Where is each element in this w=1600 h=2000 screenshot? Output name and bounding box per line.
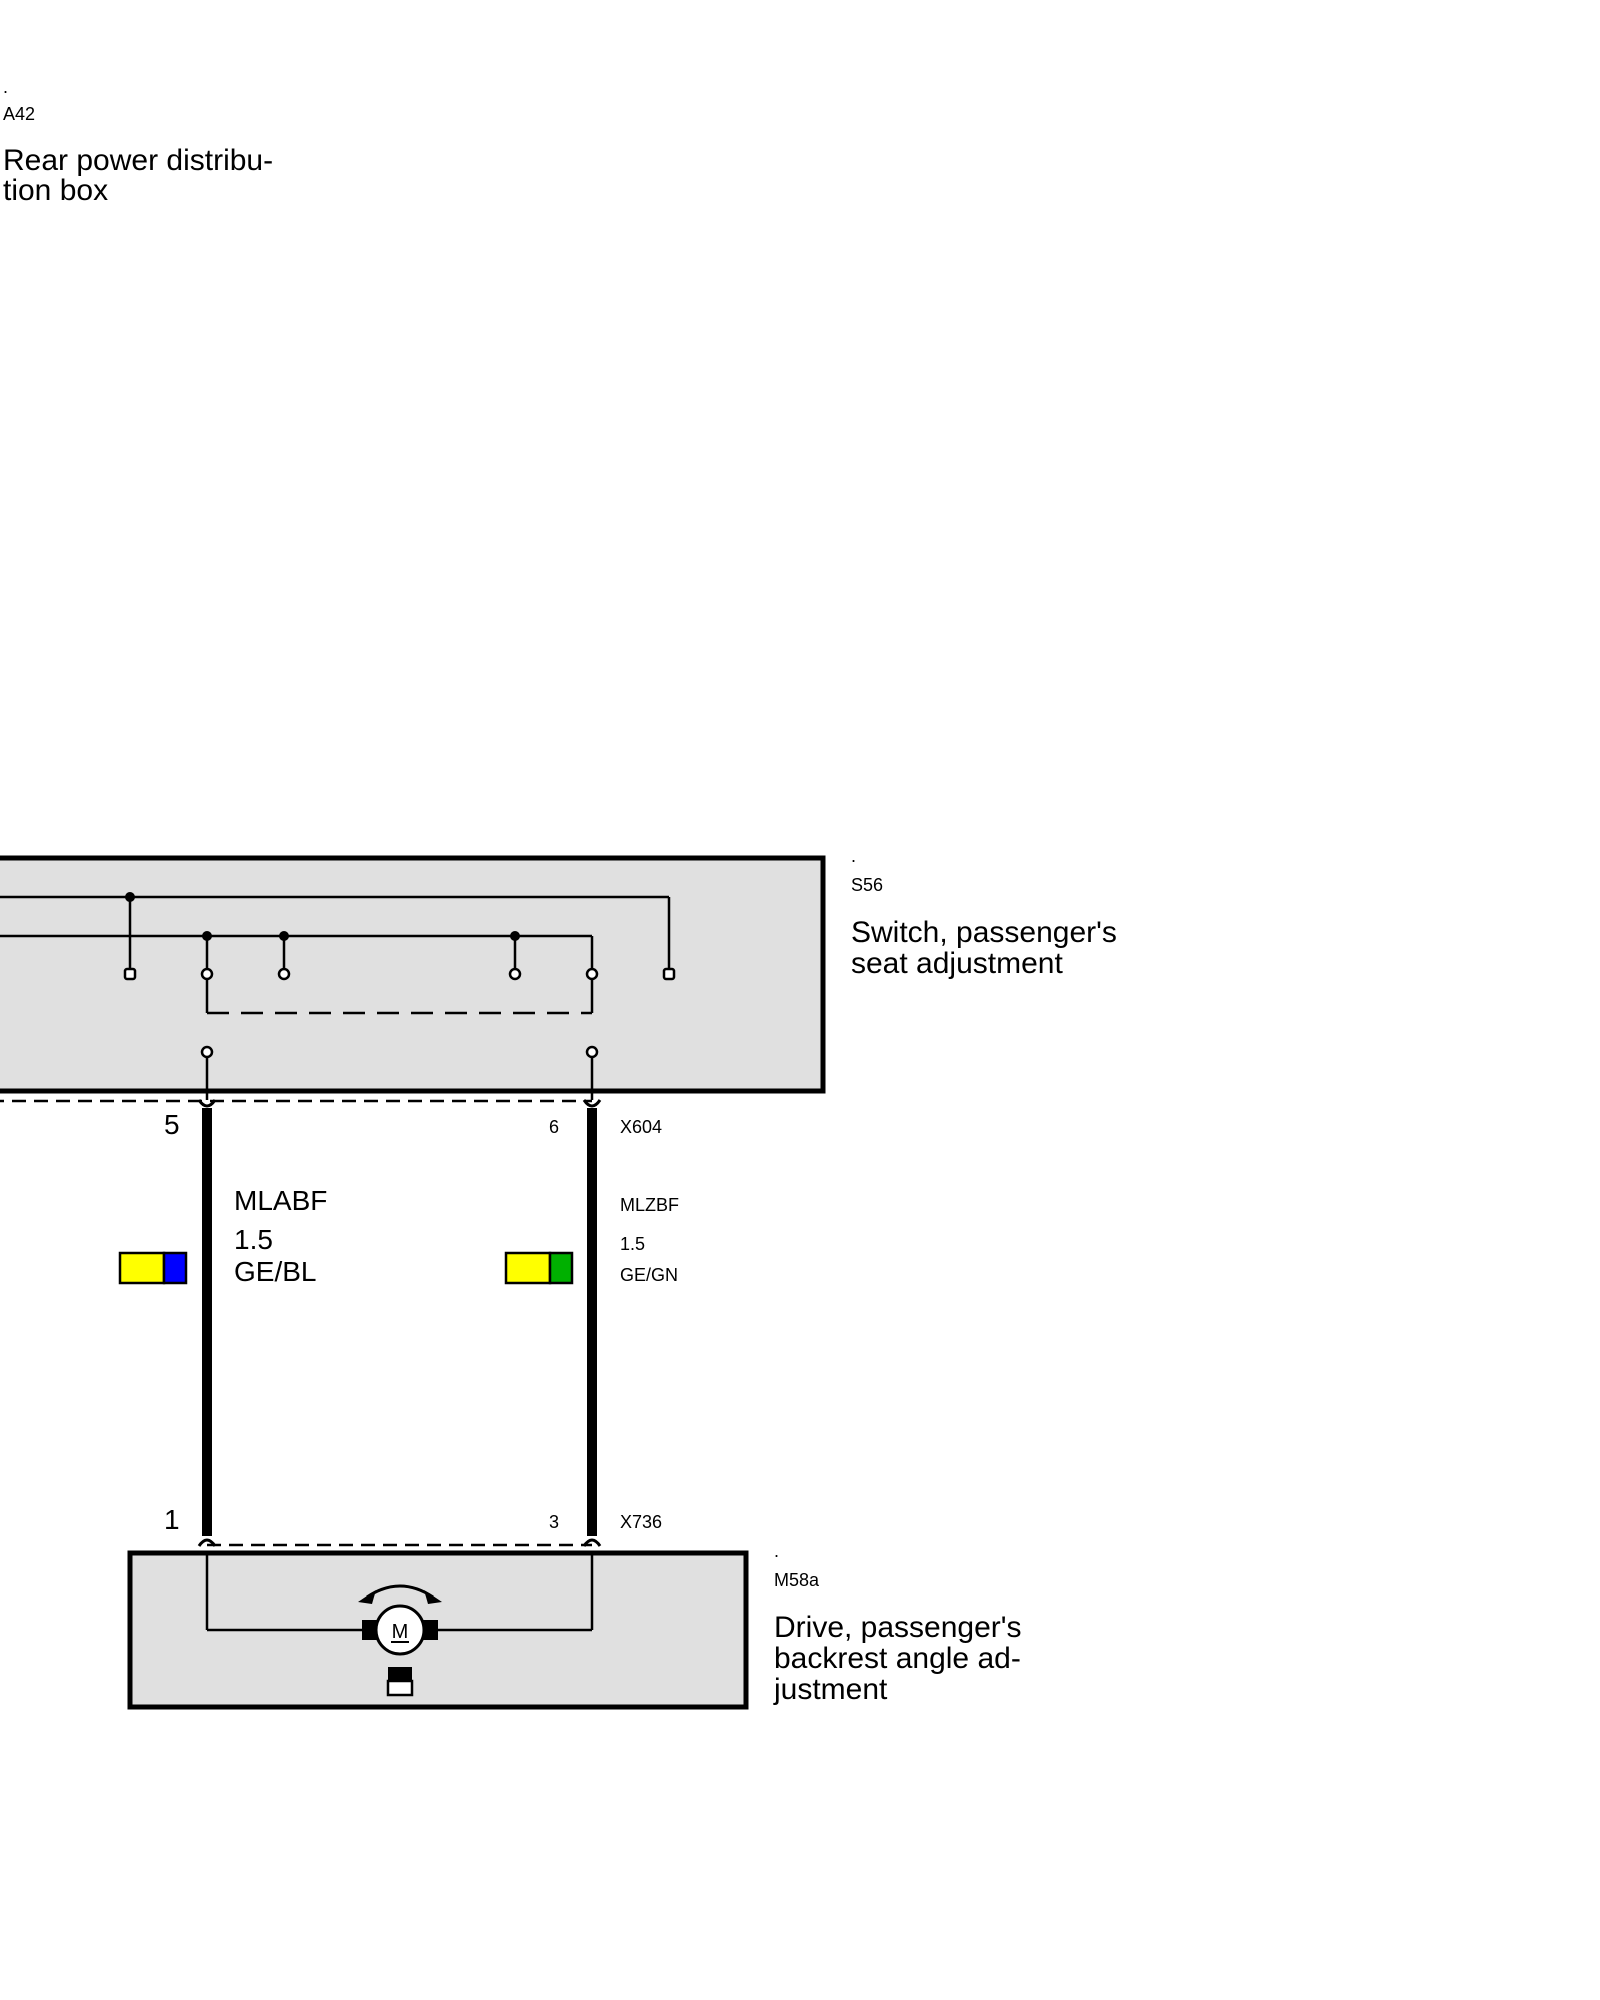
s56-dot: . xyxy=(851,846,856,866)
s56-name-line1: Switch, passenger's xyxy=(851,916,1117,949)
m58a-internal-wiring xyxy=(205,1553,594,1632)
s56-name-line2: seat adjustment xyxy=(851,947,1063,980)
a42-name-line2: tion box xyxy=(3,174,108,207)
m58a-name-line3: justment xyxy=(773,1673,888,1706)
x604-pin-right: 6 xyxy=(549,1117,559,1137)
x736-pin-right: 3 xyxy=(549,1512,559,1532)
m58a-name-line1: Drive, passenger's xyxy=(774,1611,1022,1644)
a42-name-line1: Rear power distribu- xyxy=(3,144,273,177)
wire-right-color-code: GE/GN xyxy=(620,1265,678,1285)
x604-pin-left: 5 xyxy=(164,1109,180,1140)
s56-internal-wiring xyxy=(0,895,671,1100)
connector-x604: 5 6 X604 xyxy=(0,1099,662,1140)
m58a-code: M58a xyxy=(774,1570,820,1590)
wire-right-color-swatch xyxy=(504,1251,574,1285)
wire-left-name: MLABF xyxy=(234,1185,327,1216)
wire-right-size: 1.5 xyxy=(620,1234,645,1254)
a42-code: A42 xyxy=(3,104,35,124)
x736-pin-left: 1 xyxy=(164,1504,180,1535)
wire-right: MLZBF 1.5 GE/GN xyxy=(504,1108,679,1536)
s56-box xyxy=(0,855,826,1094)
x604-code: X604 xyxy=(620,1117,662,1137)
a42-dot: . xyxy=(3,77,8,97)
wire-left-color-swatch xyxy=(118,1251,188,1285)
component-m58a: M . M58a Drive, passenger's backrest ang… xyxy=(127,1541,1022,1710)
m58a-name-line2: backrest angle ad- xyxy=(774,1642,1021,1675)
m58a-dot: . xyxy=(774,1541,779,1561)
motor-icon: M xyxy=(358,1584,442,1656)
wire-left: MLABF 1.5 GE/BL xyxy=(118,1108,327,1536)
connector-x736: 1 3 X736 xyxy=(164,1504,662,1547)
wire-left-size: 1.5 xyxy=(234,1224,273,1255)
component-a42: . A42 Rear power distribu- tion box xyxy=(3,77,273,207)
wire-right-name: MLZBF xyxy=(620,1195,679,1215)
motor-letter: M xyxy=(392,1621,409,1643)
s56-junctions xyxy=(125,892,520,941)
s56-contacts xyxy=(123,967,676,1059)
component-s56: . S56 Switch, passenger's seat adjustmen… xyxy=(0,846,1117,1100)
sensor-icon xyxy=(386,1667,414,1697)
wire-left-color-code: GE/BL xyxy=(234,1256,316,1287)
s56-code: S56 xyxy=(851,875,883,895)
x736-code: X736 xyxy=(620,1512,662,1532)
